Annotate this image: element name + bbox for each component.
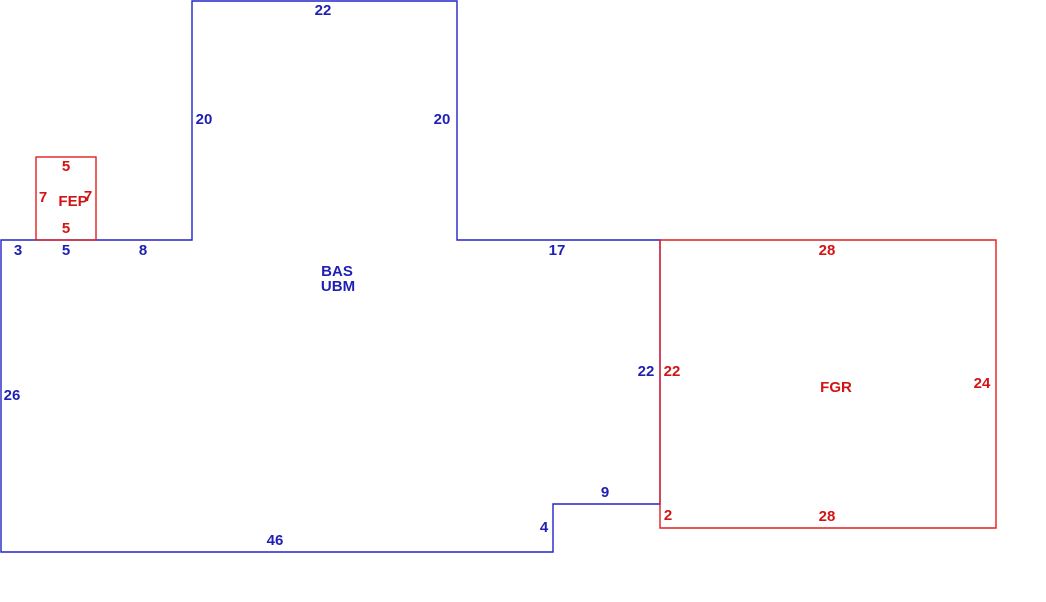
garage-area-code: FGR [820,379,852,396]
dim-main-bottom: 46 [267,532,284,549]
dim-porch-top: 5 [62,158,70,175]
garage-outline [659,239,997,529]
dim-main-west-seg-a: 3 [14,242,22,259]
dim-garage-bottom: 28 [819,508,836,525]
dim-main-west-seg-c: 8 [139,242,147,259]
dim-garage-short-side: 2 [664,507,672,524]
main-area-code-1: BAS [321,263,353,280]
dim-main-top-front: 22 [315,2,332,19]
dim-garage-top: 28 [819,242,836,259]
dim-main-west-side: 26 [4,387,21,404]
dim-main-notch-horizontal: 9 [601,484,609,501]
dim-porch-left: 7 [39,189,47,206]
main-area-code-2: UBM [321,278,355,295]
dim-main-east-step: 17 [549,242,566,259]
porch-area-code: FEP [58,193,87,210]
dim-main-right-jog: 20 [434,111,451,128]
dim-main-left-jog: 20 [196,111,213,128]
dim-main-notch-vertical: 4 [540,519,549,536]
porch-outline [35,156,97,241]
dim-porch-right: 7 [84,188,92,205]
dim-garage-left: 22 [664,363,681,380]
dim-main-east-side: 22 [638,363,655,380]
dim-porch-bottom: 5 [62,220,70,237]
dim-main-west-seg-b: 5 [62,242,70,259]
dim-garage-right: 24 [974,375,991,392]
